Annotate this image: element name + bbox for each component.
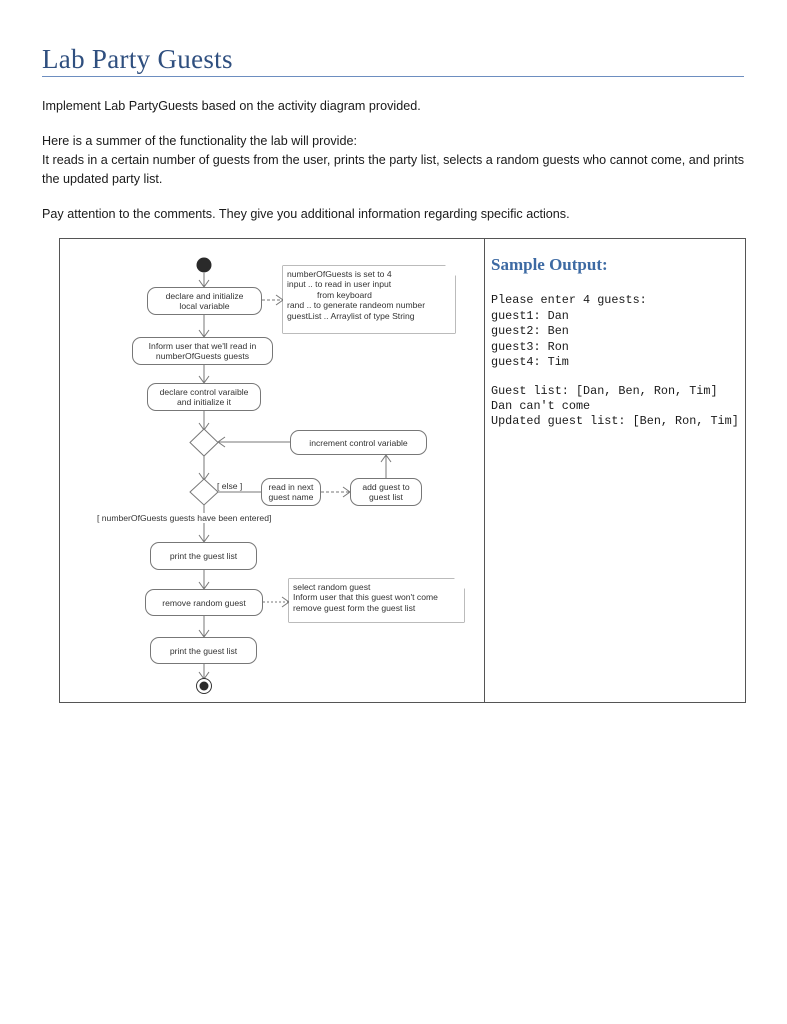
note-line: remove guest form the guest list bbox=[293, 602, 416, 613]
sample-result-line: Updated guest list: [Ben, Ron, Tim] bbox=[491, 414, 739, 428]
guard-else: [ else ] bbox=[217, 481, 243, 491]
note-line: guestList .. Arraylist of type String bbox=[287, 310, 415, 321]
note-remove: select random guest Inform user that thi… bbox=[289, 579, 464, 622]
sample-result-line: Guest list: [Dan, Ben, Ron, Tim] bbox=[491, 384, 718, 398]
note-line: select random guest bbox=[293, 582, 371, 592]
node-line: Inform user that we'll read in bbox=[148, 341, 257, 351]
table-column-divider bbox=[484, 238, 485, 703]
node-line: remove random guest bbox=[162, 597, 246, 608]
node-line: read in next bbox=[268, 482, 314, 492]
sample-input-line: guest3: Ron bbox=[491, 340, 569, 354]
page-title: Lab Party Guests bbox=[42, 44, 233, 74]
diagram-output-table bbox=[59, 238, 746, 703]
node-line: print the guest list bbox=[169, 645, 238, 656]
node-line: guest name bbox=[268, 492, 314, 502]
node-line: numberOfGuests guests bbox=[155, 351, 250, 361]
note-line: Inform user that this guest won't come bbox=[293, 592, 438, 603]
note-line: rand .. to generate randeom number bbox=[287, 300, 426, 311]
node-line: add guest to bbox=[362, 482, 410, 492]
note-line: input .. to read in user input bbox=[287, 279, 392, 290]
node-line: increment control variable bbox=[309, 437, 408, 448]
node-remove-random: remove random guest bbox=[145, 589, 263, 616]
sample-result-line: Dan can't come bbox=[491, 399, 591, 413]
node-print-list-2: print the guest list bbox=[150, 637, 257, 664]
node-increment-control: increment control variable bbox=[290, 430, 427, 455]
sample-input-line: guest4: Tim bbox=[491, 355, 569, 369]
guard-done: [ numberOfGuests guests have been entere… bbox=[96, 513, 273, 523]
sample-input-line: guest1: Dan bbox=[491, 309, 569, 323]
node-print-list-1: print the guest list bbox=[150, 542, 257, 570]
note-line: from keyboard bbox=[317, 289, 372, 300]
node-line: guest list bbox=[369, 492, 403, 502]
node-line: declare control varaible bbox=[159, 387, 249, 397]
summary-text: It reads in a certain number of guests f… bbox=[42, 153, 745, 186]
node-line: print the guest list bbox=[169, 551, 238, 561]
node-line: local variable bbox=[179, 301, 230, 311]
note-variables: numberOfGuests is set to 4 input .. to r… bbox=[283, 266, 455, 333]
sample-input-line: guest2: Ben bbox=[491, 324, 569, 338]
start-node bbox=[196, 257, 212, 273]
comments-note-text: Pay attention to the comments. They give… bbox=[42, 207, 570, 221]
node-line: declare and initialize bbox=[165, 291, 244, 301]
note-line: numberOfGuests is set to 4 bbox=[287, 269, 392, 279]
sample-prompt-line: Please enter 4 guests: bbox=[491, 293, 647, 307]
sample-output-title: Sample Output: bbox=[491, 255, 608, 274]
summary-lead-text: Here is a summer of the functionality th… bbox=[42, 134, 357, 148]
node-line: and initialize it bbox=[177, 397, 231, 407]
title-divider bbox=[42, 76, 744, 77]
intro-text: Implement Lab PartyGuests based on the a… bbox=[42, 99, 421, 113]
